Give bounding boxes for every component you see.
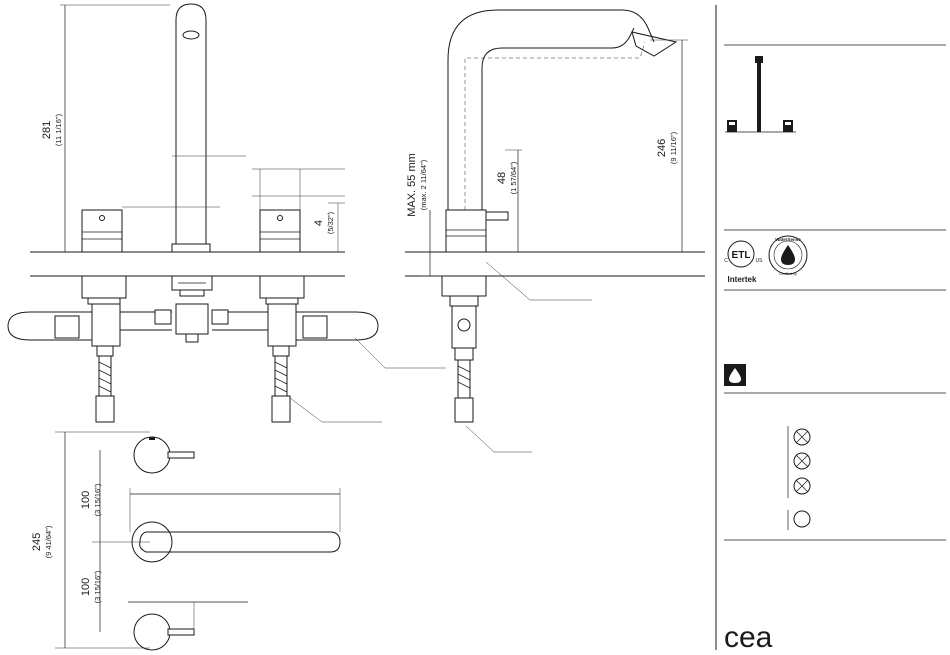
right-handle <box>260 210 300 252</box>
dim-max55-inch: (max. 2 11/64") <box>419 159 428 210</box>
cea-logo-text: cea <box>724 621 773 654</box>
dim-48-inch: (1 57/64") <box>509 161 518 194</box>
info-panel <box>716 5 946 650</box>
dim-48-mm: 48 <box>496 172 508 184</box>
cartridge-options <box>788 426 810 530</box>
dim-281-mm: 281 <box>41 121 53 139</box>
front-elevation <box>8 4 446 422</box>
intertek-label: Intertek <box>728 275 757 284</box>
crossed-circle-icon <box>794 429 810 445</box>
dim-100-bottom-inch: (3 15/16") <box>93 570 102 603</box>
etl-certification-icon: ETL C US Intertek <box>724 241 763 284</box>
faucet-set-icon <box>725 56 796 132</box>
side-elevation <box>405 10 705 452</box>
dim-246: 246 (9 11/16") <box>656 131 678 164</box>
dim-100-top-inch: (3 15/16") <box>93 483 102 516</box>
dim-246-mm: 246 <box>656 139 668 157</box>
dim-100-top-mm: 100 <box>80 491 92 509</box>
watersense-certification-icon: WaterSense Certified by <box>769 236 807 276</box>
dim-max55-mm: MAX. 55 mm <box>406 153 418 217</box>
dim-246-inch: (9 11/16") <box>669 131 678 164</box>
crossed-circle-icon <box>794 478 810 494</box>
watersense-subtitle: Certified by <box>779 272 797 276</box>
dim-281: 281 (11 1/16") <box>41 113 63 146</box>
circle-icon <box>794 511 810 527</box>
dim-4: 4 (5/32") <box>313 211 335 234</box>
dim-4-inch: (5/32") <box>326 211 335 234</box>
cea-logo: cea <box>724 621 773 654</box>
left-handle <box>82 210 122 252</box>
dim-48: 48 (1 57/64") <box>496 161 518 194</box>
watersense-title: WaterSense <box>775 237 801 242</box>
etl-letters: ETL <box>732 250 751 261</box>
dim-max55: MAX. 55 mm (max. 2 11/64") <box>406 153 428 217</box>
top-view <box>55 432 340 650</box>
water-drop-icon <box>724 364 746 386</box>
dim-245-inch: (9 41/64") <box>44 525 53 558</box>
dim-281-inch: (11 1/16") <box>54 113 63 146</box>
dim-100-top: 100 (3 15/16") <box>80 483 102 516</box>
crossed-circle-icon <box>794 453 810 469</box>
dim-245: 245 (9 41/64") <box>31 525 53 558</box>
dim-100-bottom: 100 (3 15/16") <box>80 570 102 603</box>
etl-right-mark: US <box>756 258 764 264</box>
dim-245-mm: 245 <box>31 533 43 551</box>
etl-left-mark: C <box>724 258 728 264</box>
spout <box>172 4 210 252</box>
dim-100-bottom-mm: 100 <box>80 578 92 596</box>
dim-4-mm: 4 <box>313 220 325 226</box>
